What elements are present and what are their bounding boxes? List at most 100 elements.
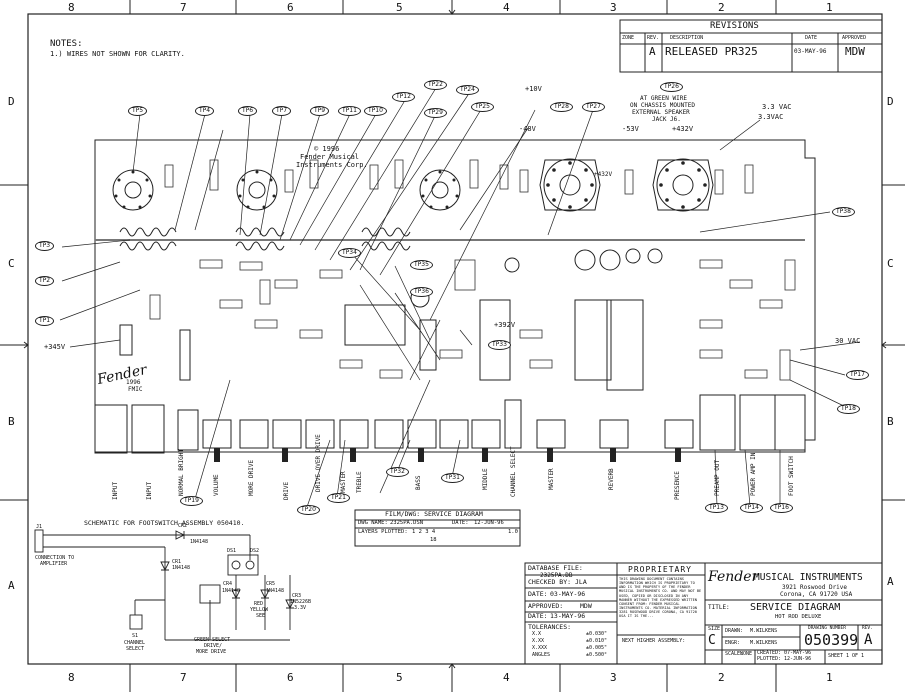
footswitch-yellow: YELLOW <box>250 607 269 613</box>
footswitch-s1-select: SELECT <box>126 646 145 652</box>
col-label-6-top: 6 <box>287 1 294 14</box>
footswitch-title: SCHEMATIC FOR FOOTSWITCH ASSEMBLY 050410… <box>84 519 245 527</box>
drawn-value: M.WILKENS <box>750 628 778 634</box>
footswitch-more-drive: MORE DRIVE <box>196 649 227 655</box>
control-label-input-2: INPUT <box>146 481 153 500</box>
checked-date-label: DATE: <box>528 590 548 598</box>
test-point-tp36: TP36 <box>410 287 433 297</box>
test-point-tp2: TP2 <box>35 276 55 286</box>
footswitch-red: RED <box>254 601 264 607</box>
test-point-tp21: TP21 <box>327 493 350 503</box>
row-label-d-right: D <box>887 95 894 108</box>
company-name: MUSICAL INSTRUMENTS <box>754 572 863 583</box>
row-label-c-left: C <box>8 257 15 270</box>
database-file-value: 2325PA.DB <box>540 572 573 579</box>
control-label-normal-bright: NORMAL BRIGHT <box>178 449 185 496</box>
voltage-plus-432v-b: +432V <box>594 171 613 178</box>
test-point-tp35: TP35 <box>410 260 433 270</box>
control-label-middle: MIDDLE <box>482 468 489 490</box>
footswitch-cr3-voltage: 3.3V <box>294 605 307 611</box>
drawn-label: DRAWN: <box>725 628 744 634</box>
col-label-3-bottom: 3 <box>610 671 617 684</box>
row-label-c-right: C <box>887 257 894 270</box>
test-point-tp32: TP32 <box>386 467 409 477</box>
front-panel-controls <box>94 394 806 454</box>
footswitch-cr2-value: 1N4148 <box>190 539 209 545</box>
tol-row-3-value: ±0.005" <box>586 645 608 651</box>
green-wire-note-4: JACK J6. <box>652 116 681 123</box>
green-wire-note-3: EXTERNAL SPEAKER <box>632 109 690 116</box>
tol-row-1-value: ±0.030" <box>586 631 608 637</box>
title-subtitle: HOT ROD DELUXE <box>775 614 822 620</box>
footswitch-cr1: CR1 <box>172 559 182 565</box>
col-label-7-top: 7 <box>180 1 187 14</box>
footswitch-j1: J1 <box>36 524 43 530</box>
company-logo: Fender <box>708 569 759 585</box>
copyright-company: Fender Musical <box>300 153 360 161</box>
film-block <box>354 509 521 547</box>
test-point-tp34: TP34 <box>338 248 361 258</box>
footswitch-cr4-value: 1N4148 <box>222 588 241 594</box>
control-label-more-drive: MORE DRIVE <box>248 459 255 496</box>
rev-header-zone: ZONE <box>622 35 635 41</box>
voltage-minus-53v: -53V <box>622 125 639 133</box>
control-label-master-2: MASTER <box>548 468 555 490</box>
size-label: SIZE <box>708 626 721 632</box>
test-point-tp12: TP12 <box>392 92 415 102</box>
leader-lines <box>59 87 861 508</box>
proprietary-text: THIS DRAWING DOCUMENT CONTAINS INFORMATI… <box>619 577 702 619</box>
rev-header-description: DESCRIPTION <box>670 35 704 41</box>
test-point-tp9: TP9 <box>310 106 330 116</box>
plotted-label: PLOTTED: <box>757 656 782 662</box>
footswitch-cr1-value: 1N4148 <box>172 565 191 571</box>
copyright-company-2: Instruments Corp. <box>296 161 368 169</box>
green-wire-note-1: AT GREEN WIRE <box>640 95 687 102</box>
control-label-power-amp-in: POWER AMP IN <box>750 452 757 496</box>
revisions-table <box>619 19 883 73</box>
database-file-label: DATABASE FILE: <box>528 564 583 572</box>
col-label-4-bottom: 4 <box>503 671 510 684</box>
test-point-tp3: TP3 <box>35 241 55 251</box>
revisions-title: REVISIONS <box>710 21 759 31</box>
test-point-tp17: TP17 <box>846 370 869 380</box>
test-point-tp33: TP33 <box>488 340 511 350</box>
rev-header-date: DATE <box>805 35 818 41</box>
control-label-master-1: MASTER <box>340 471 347 493</box>
green-wire-note-2: ON CHASSIS MOUNTED <box>630 102 696 109</box>
tol-row-2-value: ±0.010" <box>586 638 608 644</box>
rev-label-block: REV. <box>862 626 873 631</box>
footswitch-s1-channel: CHANNEL <box>124 640 146 646</box>
voltage-3v3-vac-b: 3.3VAC <box>758 113 784 121</box>
title-value: SERVICE DIAGRAM <box>750 602 841 613</box>
tol-row-4-value: ±0.500° <box>586 652 608 658</box>
control-shafts <box>214 448 681 462</box>
film-dwg-label: DWG NAME: <box>358 520 388 526</box>
drawing-number: 050399 <box>804 631 859 649</box>
col-label-2-bottom: 2 <box>718 671 725 684</box>
rev-approved: MDW <box>845 45 865 58</box>
row-label-a-right: A <box>887 575 894 588</box>
control-label-input-1: INPUT <box>112 481 119 500</box>
control-label-volume: VOLUME <box>213 474 220 496</box>
company-address-2: Corona, CA 91720 USA <box>780 591 853 598</box>
checked-by-label: CHECKED BY: <box>528 578 572 586</box>
test-point-tp26: TP26 <box>660 82 683 92</box>
voltage-3v3-vac-a: 3.3 VAC <box>762 103 792 111</box>
footswitch-cr4: CR4 <box>223 581 233 587</box>
footswitch-schematic <box>34 529 295 641</box>
col-label-1-bottom: 1 <box>826 671 833 684</box>
rev-header-approved: APPROVED <box>842 35 867 41</box>
sheet-value: 1 OF 1 <box>846 653 865 659</box>
sheet-label: SHEET <box>828 653 844 659</box>
test-point-tp5: TP5 <box>128 106 148 116</box>
footswitch-cr3: CR3 <box>292 593 302 599</box>
col-label-6-bottom: 6 <box>287 671 294 684</box>
test-point-tp1: TP1 <box>35 316 55 326</box>
checked-by-value: JLA <box>575 578 587 586</box>
col-label-4-top: 4 <box>503 1 510 14</box>
inner-border <box>27 13 883 665</box>
control-label-channel-select: CHANNEL SELECT <box>510 446 517 497</box>
test-point-tp22: TP22 <box>424 80 447 90</box>
footswitch-cr5: CR5 <box>266 581 276 587</box>
test-point-tp4: TP4 <box>195 106 215 116</box>
